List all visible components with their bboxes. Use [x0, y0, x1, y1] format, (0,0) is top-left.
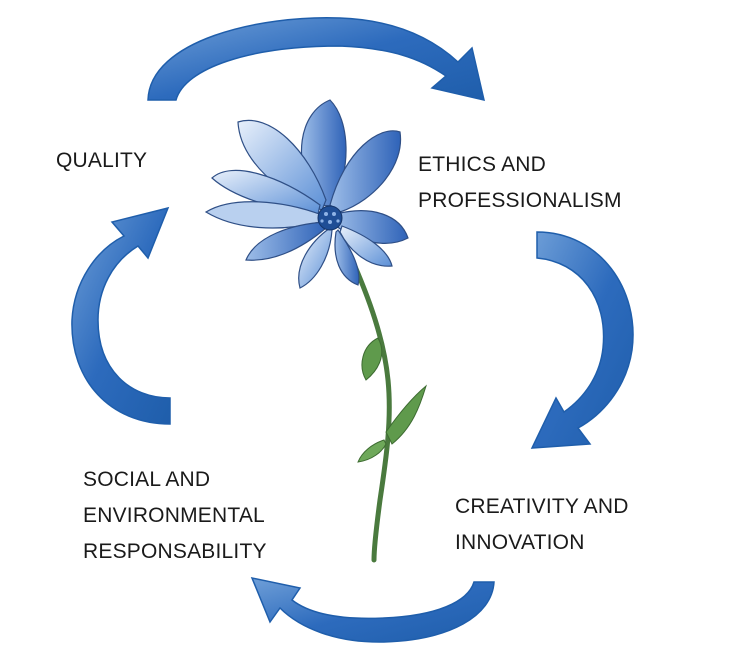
label-quality-line-1: QUALITY — [56, 149, 148, 172]
label-creativity-line-2: INNOVATION — [455, 531, 585, 554]
arrow-bottom — [250, 576, 495, 643]
label-quality: QUALITY — [56, 143, 147, 179]
label-ethics-line-1: ETHICS AND — [418, 153, 547, 176]
label-creativity-and-innovation: CREATIVITY AND INNOVATION — [455, 489, 629, 561]
arrow-right — [530, 231, 634, 449]
arrow-top — [147, 17, 486, 102]
label-social-line-3: RESPONSABILITY — [83, 540, 267, 563]
chicory-flower-icon — [204, 99, 427, 563]
label-social-line-2: ENVIRONMENTAL — [83, 504, 265, 527]
label-creativity-line-1: CREATIVITY AND — [455, 495, 629, 518]
label-social-and-environmental-responsability: SOCIAL AND ENVIRONMENTAL RESPONSABILITY — [83, 462, 267, 570]
label-ethics-line-2: PROFESSIONALISM — [418, 189, 622, 212]
label-ethics-and-professionalism: ETHICS AND PROFESSIONALISM — [418, 147, 622, 219]
arrow-left — [71, 206, 171, 425]
label-social-line-1: SOCIAL AND — [83, 468, 211, 491]
